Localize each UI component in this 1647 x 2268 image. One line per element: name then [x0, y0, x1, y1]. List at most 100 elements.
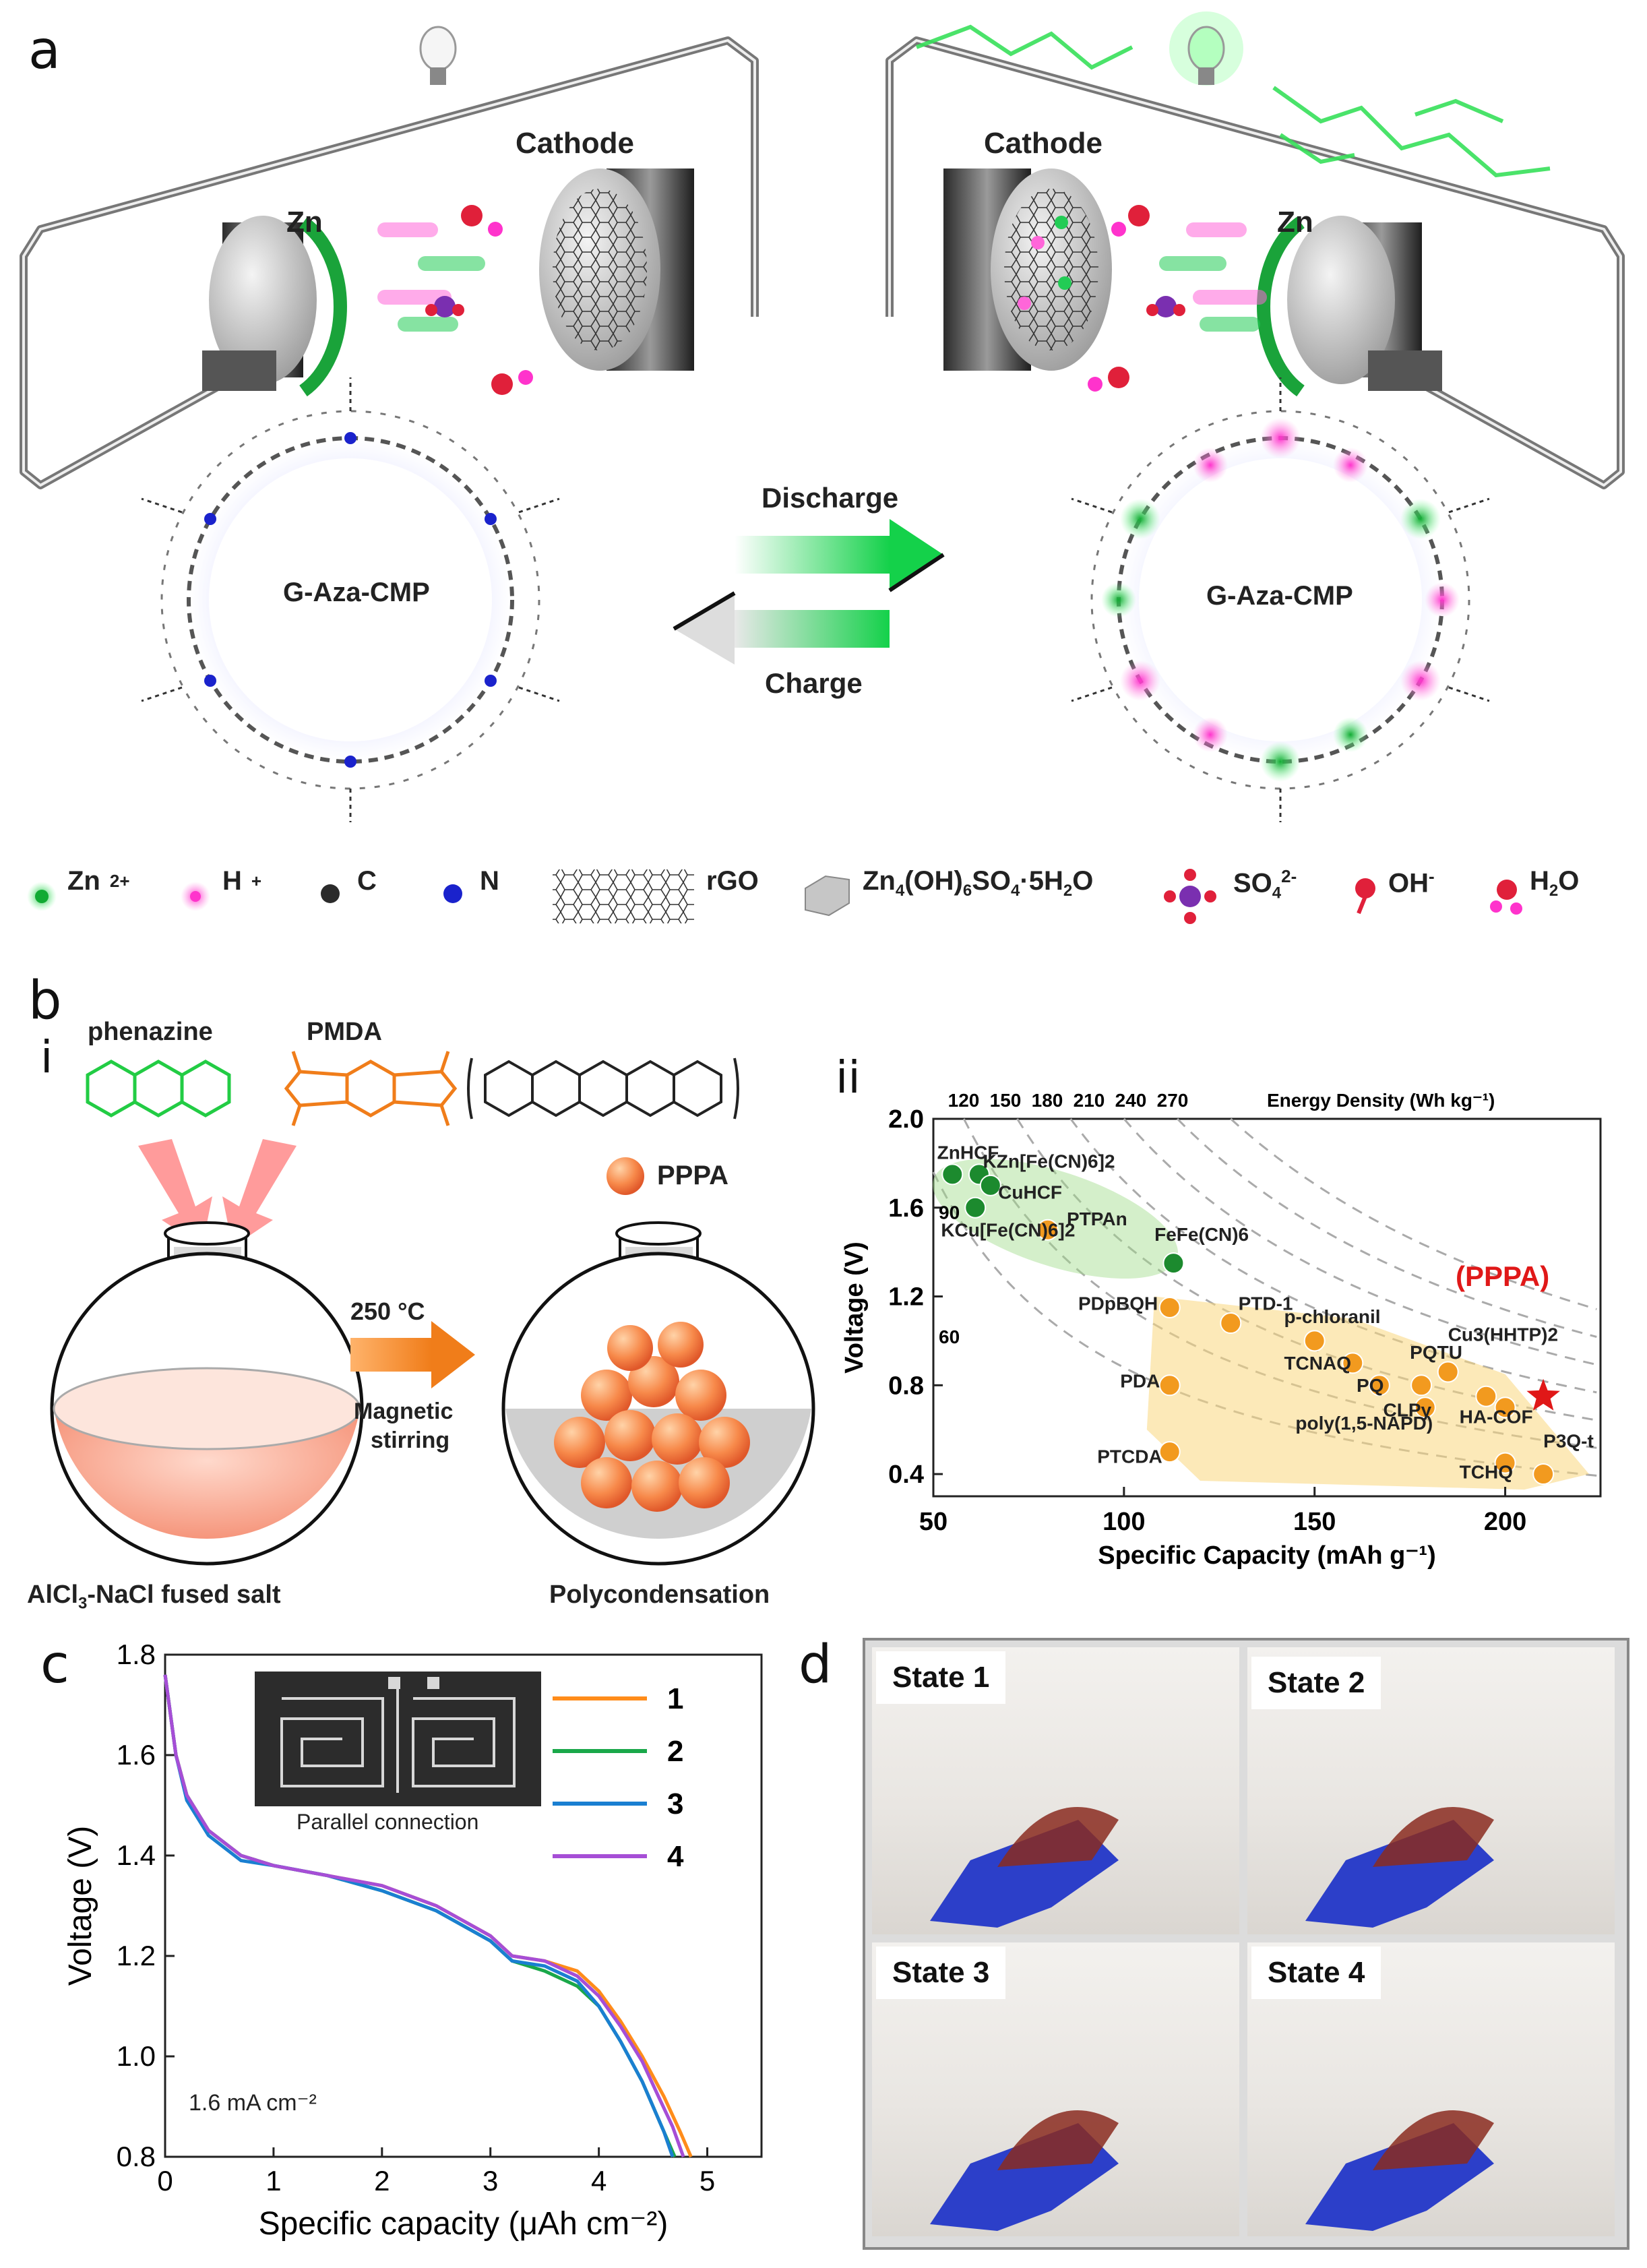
point-label: TCNAQ: [1284, 1353, 1351, 1374]
y-tick-label: 1.6: [117, 1739, 156, 1771]
panel-label-b-i: i: [40, 1031, 53, 1083]
top-tick-label: 210: [1074, 1090, 1105, 1111]
energy-contour: [1016, 1118, 1597, 1421]
left-zn-electrode: [202, 216, 347, 397]
point-label: p-chloranil: [1284, 1306, 1380, 1327]
top-tick-label: 180: [1032, 1090, 1063, 1111]
point-label: PTD-1: [1239, 1293, 1293, 1314]
data-point: [1437, 1361, 1459, 1383]
x-tick-label: 100: [1102, 1508, 1145, 1536]
data-point: [1494, 1397, 1516, 1419]
x-tick-label: 150: [1293, 1508, 1336, 1536]
y-tick-label: 1.2: [888, 1283, 924, 1312]
y-tick-label: 1.6: [888, 1194, 924, 1223]
data-point: [964, 1196, 987, 1219]
y-tick-label: 0.8: [888, 1372, 924, 1400]
left-framework-label: G-Aza-CMP: [283, 578, 430, 607]
contour-label: 90: [939, 1202, 960, 1223]
left-cathode-label: Cathode: [516, 127, 634, 160]
state-4-label: State 4: [1251, 1947, 1381, 1999]
polycondensation-label: Polycondensation: [549, 1581, 770, 1609]
point-label: Cu3(HHTP)2: [1448, 1324, 1558, 1345]
data-point: [1158, 1374, 1181, 1397]
energy-contour: [1177, 1117, 1597, 1338]
legend-proton: H+: [222, 866, 262, 896]
pppa-label: PPPA: [657, 1161, 728, 1190]
energy-contour: [1123, 1118, 1597, 1366]
process-arrow: [350, 1321, 475, 1388]
data-point: [1475, 1385, 1497, 1407]
data-point: [1303, 1330, 1326, 1352]
charge-arrow: [673, 591, 890, 665]
state-1-label: State 1: [876, 1651, 1006, 1704]
polycondensation-flask: [501, 1221, 815, 1566]
point-label: PTPAn: [1067, 1208, 1127, 1229]
x-tick-label: 2: [374, 2165, 390, 2197]
point-label: PQ: [1357, 1375, 1384, 1396]
current-density-label: 1.6 mA cm⁻²: [189, 2090, 317, 2116]
stirring-label-1: Magnetic: [354, 1399, 454, 1424]
left-light-bulb-icon: [419, 26, 457, 85]
point-label: HA-COF: [1460, 1406, 1533, 1427]
legend-label-1: 1: [667, 1682, 683, 1715]
legend-nitrogen: N: [480, 866, 499, 896]
point-label: poly(1,5-NAPD): [1295, 1413, 1433, 1434]
point-label: CLPy: [1384, 1399, 1432, 1420]
data-point: [1368, 1374, 1390, 1397]
y-tick-label: 2.0: [888, 1105, 924, 1134]
right-zn-electrode: [1257, 216, 1442, 397]
state-3-label: State 3: [876, 1947, 1006, 1999]
stirring-label-2: stirring: [371, 1428, 450, 1453]
point-label: CuHCF: [998, 1182, 1062, 1203]
pppa-particles: [554, 1322, 750, 1512]
point-label: PQTU: [1410, 1342, 1462, 1363]
legend-label-2: 2: [667, 1735, 683, 1768]
charge-label: Charge: [765, 667, 863, 699]
legend-label-4: 4: [667, 1840, 684, 1873]
pppa-highlight-label: (PPPA): [1456, 1260, 1550, 1292]
right-cathode: [943, 168, 1112, 371]
point-label: PTCDA: [1097, 1446, 1162, 1467]
pppa-legend-particle: [607, 1157, 644, 1195]
legend-zhs: Zn4(OH)6SO4·5H2O: [863, 866, 1094, 900]
data-point: [1532, 1463, 1555, 1485]
panel-label-a: a: [28, 20, 61, 81]
x-tick-label: 1: [266, 2165, 281, 2197]
electric-sparks: [915, 24, 1551, 178]
legend-carbon: C: [357, 866, 377, 896]
x-tick-label: 0: [157, 2165, 173, 2197]
point-label: FeFe(CN)6: [1154, 1224, 1249, 1245]
left-framework-ring: [141, 377, 560, 822]
point-label: PDA: [1120, 1371, 1160, 1392]
data-point: [1158, 1441, 1181, 1463]
data-point: [1220, 1312, 1242, 1335]
temperature-label: 250 °C: [350, 1297, 425, 1325]
right-ion-stream: [1088, 205, 1267, 392]
point-label: TCHQ: [1460, 1462, 1513, 1483]
energy-contour: [1230, 1117, 1597, 1310]
panel-label-c: c: [40, 1634, 69, 1695]
fused-salt-flask: [50, 1221, 364, 1566]
battery-schematic: [20, 11, 1625, 924]
y-tick-label: 0.4: [888, 1461, 924, 1489]
y-tick-label: 1.4: [117, 1839, 156, 1871]
y-axis-label: Voltage (V): [840, 1242, 869, 1374]
fused-salt-label: AlCl3-NaCl fused salt: [27, 1581, 281, 1613]
panel-label-b-ii: ii: [836, 1051, 861, 1103]
x-axis-label: Specific Capacity (mAh g⁻¹): [1098, 1541, 1435, 1570]
data-point: [1162, 1252, 1185, 1275]
pmda-label: PMDA: [307, 1018, 382, 1046]
synthesis-schematic: [50, 1051, 815, 1566]
pppa-star-icon: [1526, 1378, 1560, 1411]
x-tick-label: 50: [919, 1508, 947, 1536]
legend-water: H2O: [1530, 866, 1580, 900]
right-light-bulb-icon: [1169, 11, 1243, 86]
x-tick-label: 4: [591, 2165, 607, 2197]
right-zn-label: Zn: [1277, 206, 1313, 239]
pmda-structure-icon: [284, 1051, 458, 1126]
x-tick-label: 3: [483, 2165, 498, 2197]
data-point: [1158, 1297, 1181, 1318]
